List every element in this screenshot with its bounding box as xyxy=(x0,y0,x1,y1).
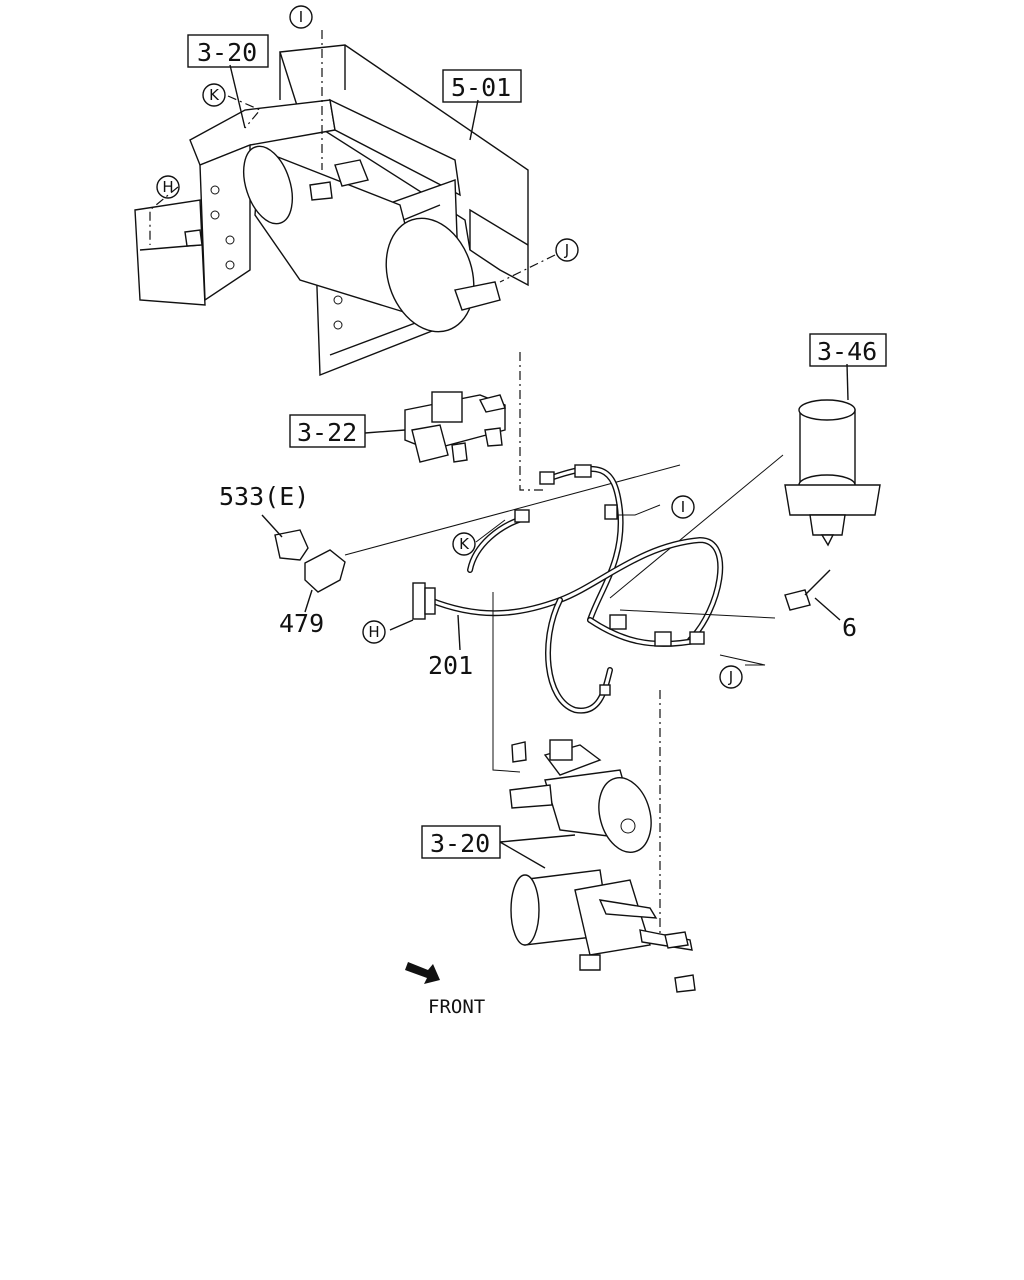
connector-h-harness: H xyxy=(362,620,386,644)
svg-text:K: K xyxy=(459,535,470,553)
connector-j-harness: J xyxy=(719,665,743,689)
ref-3-22: 3-22 xyxy=(289,414,366,448)
part-479-connector xyxy=(304,549,346,593)
svg-text:3-20: 3-20 xyxy=(197,38,257,67)
compressor-assembly-upper xyxy=(509,739,652,853)
compressor-assembly-lower xyxy=(510,869,696,993)
ref-3-20-bottom: 3-20 xyxy=(421,825,501,859)
connector-j-top: J xyxy=(555,238,579,262)
connector-k-harness: K xyxy=(452,532,476,556)
part-533-bracket xyxy=(274,529,309,561)
svg-text:I: I xyxy=(299,8,303,26)
svg-text:I: I xyxy=(681,498,685,516)
svg-text:H: H xyxy=(162,178,173,196)
air-dryer-3-46 xyxy=(784,399,881,547)
ref-5-01: 5-01 xyxy=(442,69,522,103)
part-6-label: 6 xyxy=(842,613,857,642)
arrow-front-icon xyxy=(405,962,440,984)
connector-h-top: H xyxy=(156,175,180,199)
ref-3-46: 3-46 xyxy=(809,333,887,367)
svg-text:K: K xyxy=(209,86,220,104)
svg-text:3-20: 3-20 xyxy=(430,829,490,858)
svg-text:3-22: 3-22 xyxy=(297,418,357,447)
svg-text:J: J xyxy=(564,241,569,259)
part-479-label: 479 xyxy=(279,609,324,638)
part-533-label: 533(E) xyxy=(219,482,309,511)
svg-text:J: J xyxy=(728,668,733,686)
connector-k-top: K xyxy=(202,83,226,107)
svg-text:3-46: 3-46 xyxy=(817,337,877,366)
air-tank-frame-assembly xyxy=(134,44,529,377)
ref-3-20-top: 3-20 xyxy=(187,34,269,68)
wiring-harness-201 xyxy=(412,464,831,714)
front-label: FRONT xyxy=(428,996,485,1018)
svg-text:H: H xyxy=(368,623,379,641)
part-201-label: 201 xyxy=(428,651,473,680)
connector-i-top: I xyxy=(289,5,313,29)
valve-3-22 xyxy=(404,391,506,463)
connector-i-harness: I xyxy=(671,495,695,519)
svg-text:5-01: 5-01 xyxy=(451,73,511,102)
